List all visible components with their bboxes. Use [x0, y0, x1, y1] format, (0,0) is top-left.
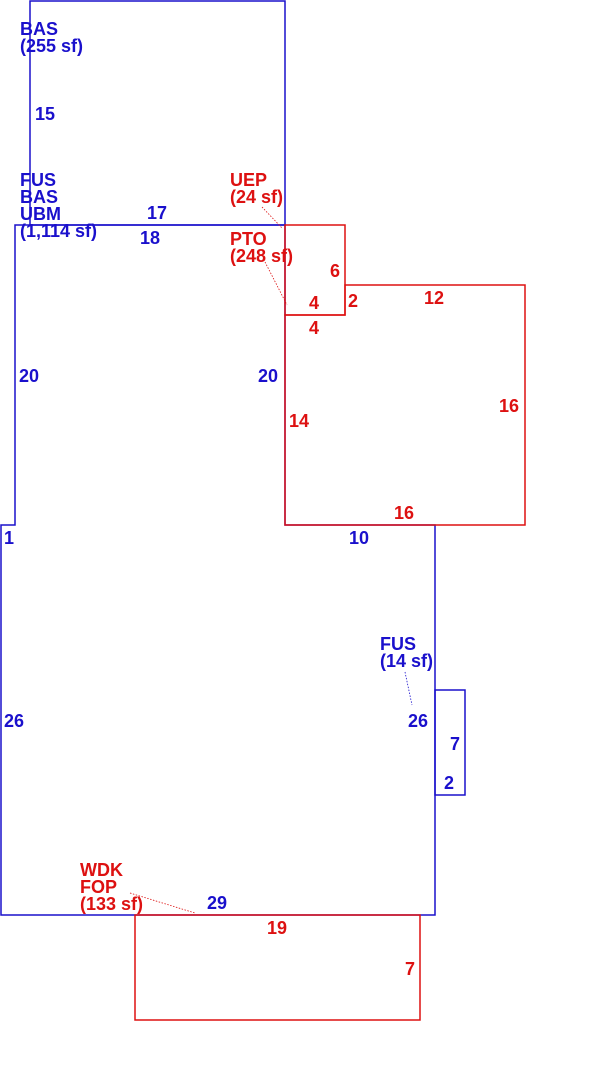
- dim-main-right-lower: 26: [408, 711, 428, 731]
- dim-uep-bottom-inner: 4: [309, 293, 319, 313]
- dim-deck-top: 19: [267, 918, 287, 938]
- dim-uep-bottom-outer: 4: [309, 318, 319, 338]
- dim-uep-step: 2: [348, 291, 358, 311]
- deck-leader-line: [129, 892, 196, 914]
- dim-pto-right: 16: [499, 396, 519, 416]
- dim-pto-bottom: 16: [394, 503, 414, 523]
- dim-fus-bottom: 2: [444, 773, 454, 793]
- uep-leader-line: [261, 206, 283, 229]
- area-label-bas-upper: BAS (255 sf): [20, 19, 83, 56]
- dim-uep-right: 6: [330, 261, 340, 281]
- dim-fus-right: 7: [450, 734, 460, 754]
- dim-pto-top: 12: [424, 288, 444, 308]
- dim-main-step: 1: [4, 528, 14, 548]
- dim-main-left-lower: 26: [4, 711, 24, 731]
- area-label-uep: UEP (24 sf): [230, 170, 283, 207]
- area-label-fus-small: FUS (14 sf): [380, 634, 433, 671]
- area-label-pto: PTO (248 sf): [230, 229, 293, 266]
- fus-bump-outline: [434, 689, 466, 796]
- dim-main-left-upper: 20: [19, 366, 39, 386]
- main-living-outline: [0, 224, 436, 916]
- area-label-deck: WDK FOP (133 sf): [80, 860, 143, 914]
- dim-main-top: 18: [140, 228, 160, 248]
- pto-outline: [284, 284, 526, 526]
- deck-outline: [134, 914, 421, 1021]
- dim-bas-bottom: 17: [147, 203, 167, 223]
- dim-bas-left: 15: [35, 104, 55, 124]
- fus-leader-line: [404, 671, 413, 706]
- dim-deck-right: 7: [405, 959, 415, 979]
- dim-pto-left: 14: [289, 411, 309, 431]
- dim-main-mid: 10: [349, 528, 369, 548]
- dim-main-right-upper: 20: [258, 366, 278, 386]
- pto-leader-line: [264, 261, 288, 306]
- dim-main-bottom: 29: [207, 893, 227, 913]
- area-label-main: FUS BAS UBM (1,114 sf): [20, 170, 97, 241]
